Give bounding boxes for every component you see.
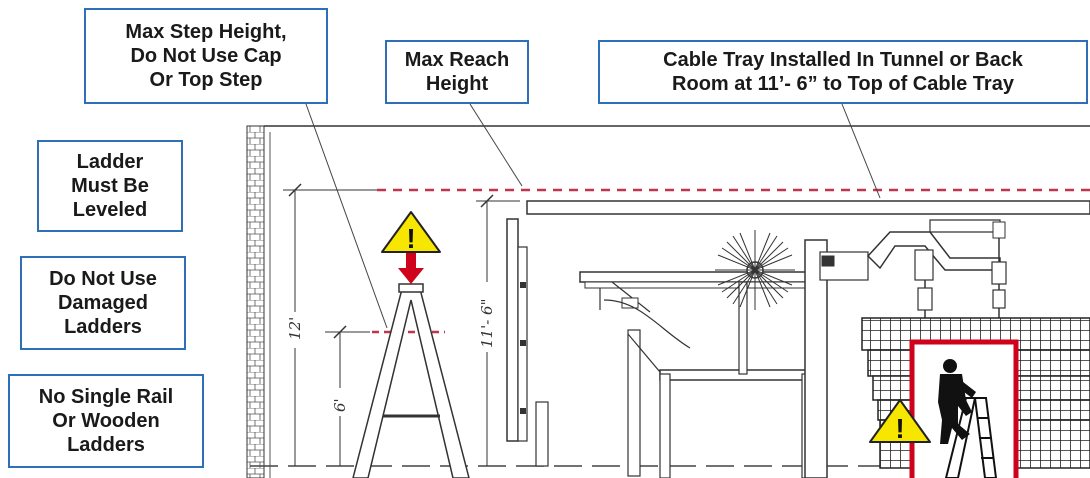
callout-max-reach-line-1: Max Reach [404,49,510,71]
red-down-arrow [398,252,424,284]
leader-max-step [305,103,388,329]
warning-icon-secondary-mark: ! [895,413,904,444]
dimension-label-6ft: 6' [331,398,349,412]
callout-max-step-line-1: Max Step Height, [125,21,287,43]
cable-tray [526,200,1090,215]
callout-damaged-ladders: Do Not Use Damaged Ladders [20,256,186,350]
callout-single-rail-line-3: Ladders [67,434,145,456]
callout-ladder-leveled: Ladder Must Be Leveled [37,140,183,232]
leader-max-reach [469,103,523,187]
door-panel [506,218,549,467]
callout-single-rail-line-2: Or Wooden [52,410,160,432]
callout-max-reach-line-2: Height [425,73,489,95]
brick-column [246,125,265,478]
callout-max-step-height: Max Step Height, Do Not Use Cap Or Top S… [84,8,328,104]
callout-cable-tray: Cable Tray Installed In Tunnel or Back R… [598,40,1088,104]
leader-cable-tray [841,103,881,199]
callout-leveled-line-3: Leveled [72,199,148,221]
hanging-sprayers [917,238,1007,318]
person-on-ladder [938,359,998,478]
dimension-eleven-six: 11'- 6" [476,194,520,466]
warning-icon-secondary: ! [869,399,931,444]
conveyor-machine [579,219,1006,478]
callout-damaged-line-1: Do Not Use [49,268,157,290]
brush-wheel [715,230,795,310]
callout-damaged-line-3: Ladders [64,316,142,338]
dimension-label-11ft-6in: 11'- 6" [478,299,496,349]
callout-max-step-line-2: Do Not Use Cap [130,45,282,67]
callout-leveled-line-1: Ladder [76,151,144,173]
dimension-twelve-ft: 12' [283,183,377,466]
callout-leveled-line-2: Must Be [71,175,149,197]
callout-cable-tray-line-1: Cable Tray Installed In Tunnel or Back [663,49,1023,71]
dimension-six-ft: 6' [325,325,370,466]
callout-no-single-rail: No Single Rail Or Wooden Ladders [8,374,204,468]
wall [246,125,1090,478]
callout-max-step-line-3: Or Top Step [149,69,263,91]
callout-single-rail-line-1: No Single Rail [38,386,174,408]
warning-icon-mark: ! [406,223,415,254]
step-ladder [352,283,470,478]
dimension-label-12ft: 12' [286,317,304,340]
callout-damaged-line-2: Damaged [57,292,149,314]
callout-cable-tray-line-2: Room at 11’- 6” to Top of Cable Tray [672,73,1014,95]
warning-icon: ! [381,211,441,254]
callout-max-reach-height: Max Reach Height [385,40,529,104]
